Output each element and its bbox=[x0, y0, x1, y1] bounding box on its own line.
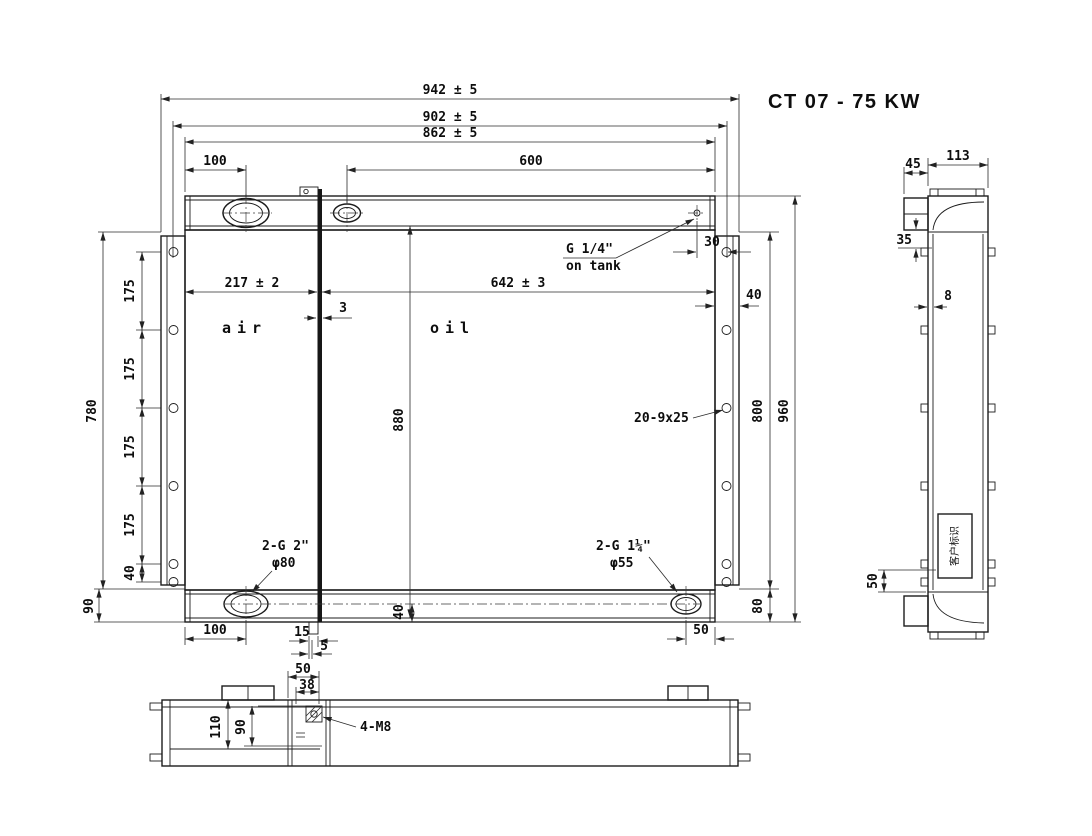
bottom-view: 50 38 110 90 4-M8 bbox=[149, 662, 751, 767]
dim-90-bolt-label: 90 bbox=[234, 719, 249, 735]
bracket-ear bbox=[737, 702, 751, 711]
foot-plate bbox=[305, 705, 323, 723]
dim-8-label: 8 bbox=[944, 289, 952, 304]
phi80-label: φ80 bbox=[272, 556, 296, 571]
dim-113-label: 113 bbox=[946, 149, 969, 164]
customer-marking-label: 客户标识 bbox=[948, 526, 961, 566]
mounting-slot bbox=[721, 481, 732, 491]
dim-960-label: 960 bbox=[777, 399, 792, 423]
port-2g114-label: 2-G 1¼" bbox=[596, 539, 651, 554]
side-view: 45 113 35 8 50 客户标识 bbox=[866, 149, 996, 640]
dim-30-label: 30 bbox=[704, 235, 720, 250]
dim-217-label: 217 ± 2 bbox=[225, 276, 280, 291]
dim-38-label: 38 bbox=[299, 678, 315, 693]
left-bracket bbox=[160, 235, 186, 587]
mounting-slot bbox=[721, 325, 732, 335]
phi55-label: φ55 bbox=[610, 556, 633, 571]
dim-3-label: 3 bbox=[339, 301, 347, 316]
dim-880-label: 880 bbox=[392, 408, 407, 432]
drawing-title: CT 07 - 75 KW bbox=[768, 91, 921, 113]
bracket-ear bbox=[149, 702, 163, 711]
mounting-slot bbox=[721, 577, 732, 587]
mounting-slot bbox=[168, 577, 179, 587]
dim-902-label: 902 ± 5 bbox=[423, 110, 478, 125]
bottom-body bbox=[149, 685, 751, 767]
dim-90-label: 90 bbox=[82, 598, 97, 614]
dim-50-side-label: 50 bbox=[866, 573, 881, 589]
dim-175-4-label: 175 bbox=[123, 513, 138, 536]
dim-110-label: 110 bbox=[209, 715, 224, 739]
dim-175-1-label: 175 bbox=[123, 279, 138, 302]
dim-40-right-label: 40 bbox=[746, 288, 762, 303]
side-bracket-tabs bbox=[920, 247, 996, 587]
bottom-flange bbox=[929, 631, 985, 640]
dim-5-label: 5 bbox=[320, 639, 328, 654]
front-dimension-labels: 942 ± 5 902 ± 5 862 ± 5 100 600 217 ± 2 … bbox=[82, 83, 792, 654]
dim-800-label: 800 bbox=[751, 399, 766, 423]
bottom-outline bbox=[161, 699, 739, 767]
dim-40-bottom-label: 40 bbox=[392, 604, 407, 620]
bracket-ear bbox=[149, 753, 163, 762]
side-dimension-labels: 45 113 35 8 50 客户标识 bbox=[866, 149, 970, 589]
dim-175-3-label: 175 bbox=[123, 435, 138, 458]
customer-label-box bbox=[937, 513, 973, 579]
partition-cap bbox=[299, 186, 319, 197]
dim-862-label: 862 ± 5 bbox=[423, 126, 478, 141]
oil-label: oil bbox=[430, 319, 475, 337]
bottom-tank bbox=[184, 589, 716, 623]
front-dimension-lines bbox=[94, 94, 801, 659]
bottom-dimension-labels: 50 38 110 90 4-M8 bbox=[209, 662, 391, 739]
bottom-tab bbox=[308, 621, 319, 635]
side-body bbox=[903, 188, 996, 640]
front-body bbox=[160, 186, 740, 635]
dim-100-bottom-label: 100 bbox=[203, 623, 227, 638]
partition-bolt bbox=[303, 188, 309, 195]
mounting-slot bbox=[168, 403, 179, 413]
mounting-holes-note: 20-9x25 bbox=[634, 411, 689, 426]
bracket-ear bbox=[737, 753, 751, 762]
dim-942-label: 942 ± 5 bbox=[423, 83, 478, 98]
dim-50-bottom-label: 50 bbox=[693, 623, 709, 638]
front-view: 942 ± 5 902 ± 5 862 ± 5 100 600 217 ± 2 … bbox=[82, 83, 801, 659]
4m8-note: 4-M8 bbox=[360, 720, 391, 735]
g14-port-label: G 1/4" bbox=[566, 242, 613, 257]
m8-bolt bbox=[310, 710, 318, 718]
mounting-slot bbox=[721, 403, 732, 413]
dim-80-label: 80 bbox=[751, 598, 766, 614]
dim-50-foot-label: 50 bbox=[295, 662, 311, 677]
dim-600-label: 600 bbox=[519, 154, 543, 169]
centerlines bbox=[222, 194, 706, 622]
partition-plate bbox=[317, 189, 322, 622]
dim-780-label: 780 bbox=[85, 399, 100, 423]
dim-45-label: 45 bbox=[905, 157, 921, 172]
dim-15-label: 15 bbox=[294, 625, 310, 640]
mounting-slot bbox=[168, 481, 179, 491]
dim-35-label: 35 bbox=[896, 233, 912, 248]
dim-40-left-label: 40 bbox=[123, 565, 138, 581]
dim-175-2-label: 175 bbox=[123, 357, 138, 380]
bottom-step bbox=[903, 595, 929, 627]
mounting-slot bbox=[168, 325, 179, 335]
mounting-slot bbox=[168, 247, 179, 257]
mounting-slot bbox=[721, 559, 732, 569]
port-2g2-label: 2-G 2" bbox=[262, 539, 309, 554]
bottom-dimension-lines bbox=[225, 671, 357, 749]
mounting-slot bbox=[168, 559, 179, 569]
dim-100-top-label: 100 bbox=[203, 154, 227, 169]
air-label: air bbox=[222, 319, 267, 337]
dim-642-label: 642 ± 3 bbox=[491, 276, 546, 291]
side-dimension-lines bbox=[878, 158, 989, 593]
on-tank-label: on tank bbox=[566, 259, 621, 274]
